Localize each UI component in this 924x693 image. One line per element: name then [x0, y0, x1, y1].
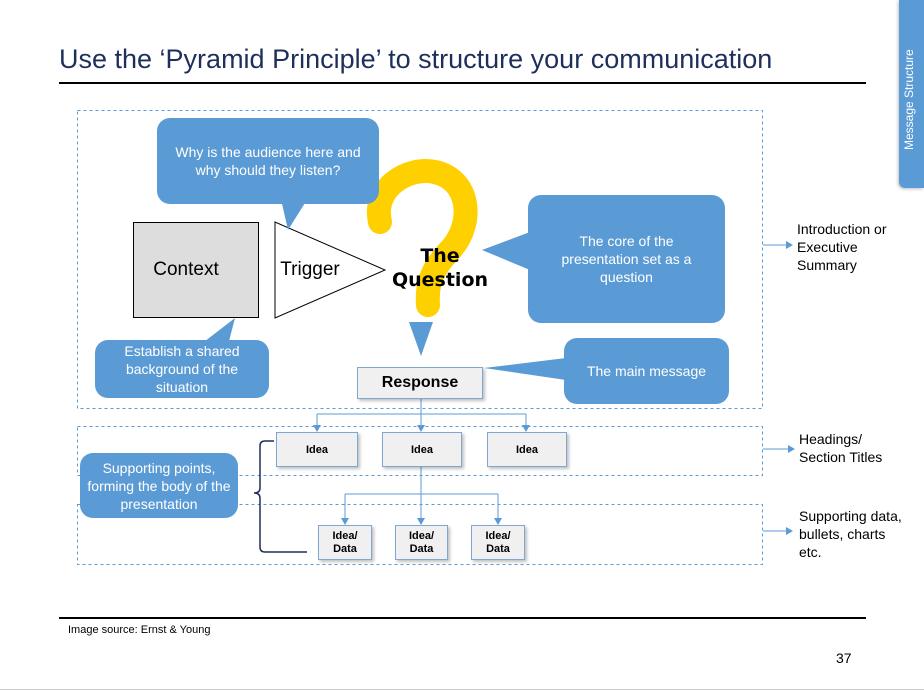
idea-box-3: Idea: [487, 432, 567, 467]
main-bubble-tail: [484, 358, 566, 380]
supporting-bubble: Supporting points, forming the body of t…: [80, 453, 238, 518]
why-bubble: Why is the audience here and why should …: [157, 118, 379, 204]
title-divider: [59, 82, 866, 84]
data-box-3: Idea/ Data: [471, 525, 525, 560]
supporting-region: [77, 504, 763, 565]
main-message-bubble: The main message: [564, 338, 729, 404]
data-box-1-line-1: Idea/: [332, 529, 358, 542]
idea-box-2: Idea: [382, 432, 462, 467]
data-box-3-line-1: Idea/: [485, 529, 511, 542]
question-arrow: [409, 322, 433, 356]
establish-bubble: Establish a shared background of the sit…: [95, 340, 269, 398]
intro-region: [77, 110, 763, 409]
supporting-level-label: Supporting data, bullets, charts etc.: [799, 508, 902, 560]
page-number: 37: [836, 650, 852, 666]
data-box-2-line-2: Data: [409, 542, 434, 555]
question-label: The Question: [390, 244, 490, 292]
response-box: Response: [357, 367, 483, 399]
footer-divider: [59, 617, 866, 619]
page-title: Use the ‘Pyramid Principle’ to structure…: [59, 44, 773, 74]
trigger-triangle: [274, 221, 387, 319]
establish-bubble-tail: [200, 318, 235, 345]
intro-level-label: Introduction or Executive Summary: [797, 221, 887, 273]
data-box-2: Idea/ Data: [395, 525, 448, 560]
question-line-2: Question: [391, 269, 489, 291]
idea-box-1: Idea: [276, 432, 358, 467]
core-bubble-tail: [482, 232, 530, 270]
data-box-3-line-2: Data: [486, 542, 510, 555]
headings-level-label: Headings/ Section Titles: [799, 431, 883, 465]
trigger-label: Trigger: [280, 259, 340, 280]
data-box-1: Idea/ Data: [318, 525, 372, 560]
core-bubble: The core of the presentation set as a qu…: [528, 195, 725, 323]
context-label: Context: [153, 258, 219, 280]
image-source: Image source: Ernst & Young: [68, 624, 211, 636]
question-line-1: The: [420, 245, 460, 267]
data-box-1-line-2: Data: [333, 542, 357, 555]
context-box: [133, 222, 259, 318]
data-box-2-line-1: Idea/: [408, 529, 435, 542]
supporting-bracket: [253, 440, 307, 553]
side-tab[interactable]: Message Structure: [899, 0, 924, 188]
bottom-edge: [0, 689, 924, 690]
